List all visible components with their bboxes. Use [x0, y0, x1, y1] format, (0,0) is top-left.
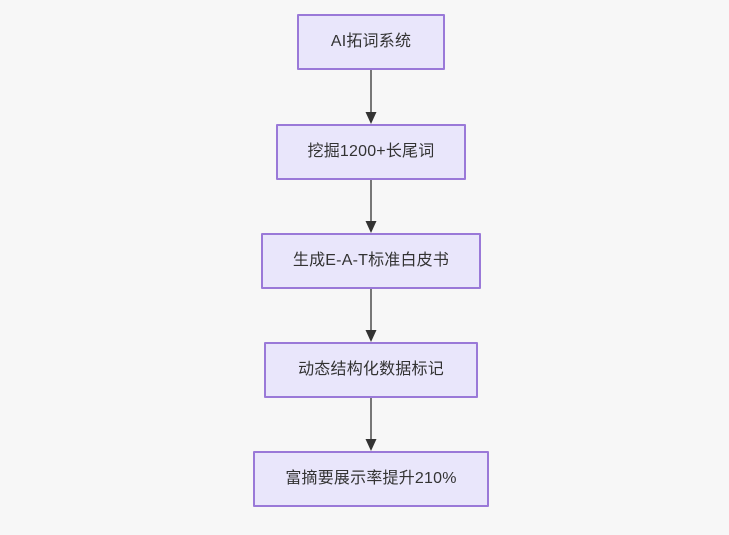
flowchart-node-3[interactable]: 生成E-A-T标准白皮书 — [261, 233, 481, 289]
edge-n3-n4 — [365, 289, 377, 342]
flowchart-node-1-label: AI拓词系统 — [330, 33, 412, 51]
flowchart-node-3-label: 生成E-A-T标准白皮书 — [292, 252, 450, 270]
flowchart-node-5[interactable]: 富摘要展示率提升210% — [253, 451, 489, 507]
edge-n1-n2 — [365, 70, 377, 124]
flowchart-node-4-label: 动态结构化数据标记 — [298, 361, 444, 379]
flowchart-node-2[interactable]: 挖掘1200+长尾词 — [276, 124, 466, 180]
flowchart-node-5-label: 富摘要展示率提升210% — [285, 470, 457, 488]
flowchart-node-2-label: 挖掘1200+长尾词 — [307, 143, 435, 161]
edge-n4-n5 — [365, 398, 377, 451]
flowchart-node-4[interactable]: 动态结构化数据标记 — [264, 342, 478, 398]
edge-n2-n3 — [365, 180, 377, 233]
flowchart-node-1[interactable]: AI拓词系统 — [297, 14, 445, 70]
